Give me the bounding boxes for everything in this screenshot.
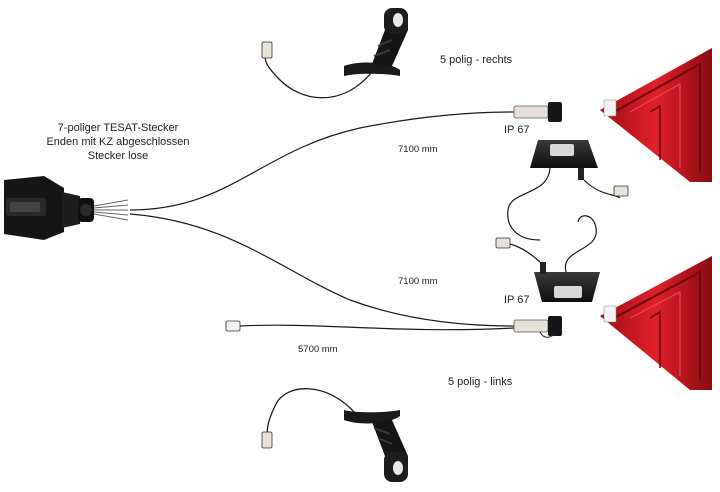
cable-left-short [239,324,515,331]
cables [129,111,515,331]
left-polig-label: 5 polig - links [448,376,513,388]
marker-cable-top [264,51,373,99]
license-plate-lamp-icon-top [530,140,598,180]
cable-plug-bottom [513,316,562,338]
marker-plug-bottom [261,431,273,449]
seven-pin-plug-icon [4,176,94,240]
license-plug-2 [495,237,511,249]
side-marker-lamp-icon-bottom [344,410,408,482]
cable-end-plug-left [225,320,241,332]
triangle-tail-light-icon-bottom [600,256,712,390]
cable-plug-top [513,102,562,122]
license-plug-1 [613,185,629,197]
connector-title: 7-poliger TESAT-Stecker [57,122,179,134]
triangle-tail-light-icon-top [600,48,712,182]
ip-rating-top: IP 67 [504,124,530,136]
side-marker-lamp-icon-top [344,8,408,76]
length-label-bottom: 5700 mm [298,344,338,355]
length-label-mid: 7100 mm [398,276,438,287]
ip-rating-bottom: IP 67 [504,294,530,306]
marker-cable-bottom [266,388,357,437]
license-plate-lamp-icon-bottom [534,262,600,302]
connector-wire-ends [93,199,129,221]
length-label-top: 7100 mm [398,144,438,155]
marker-plug-top [261,41,273,59]
connector-line-2: Enden mit KZ abgeschlossen [46,136,190,148]
connector-line-3: Stecker lose [87,150,149,162]
cable-bottom-right [129,213,515,327]
license-lamp-cables [499,167,621,273]
cable-top-right [129,111,515,211]
right-polig-label: 5 polig - rechts [440,54,513,66]
